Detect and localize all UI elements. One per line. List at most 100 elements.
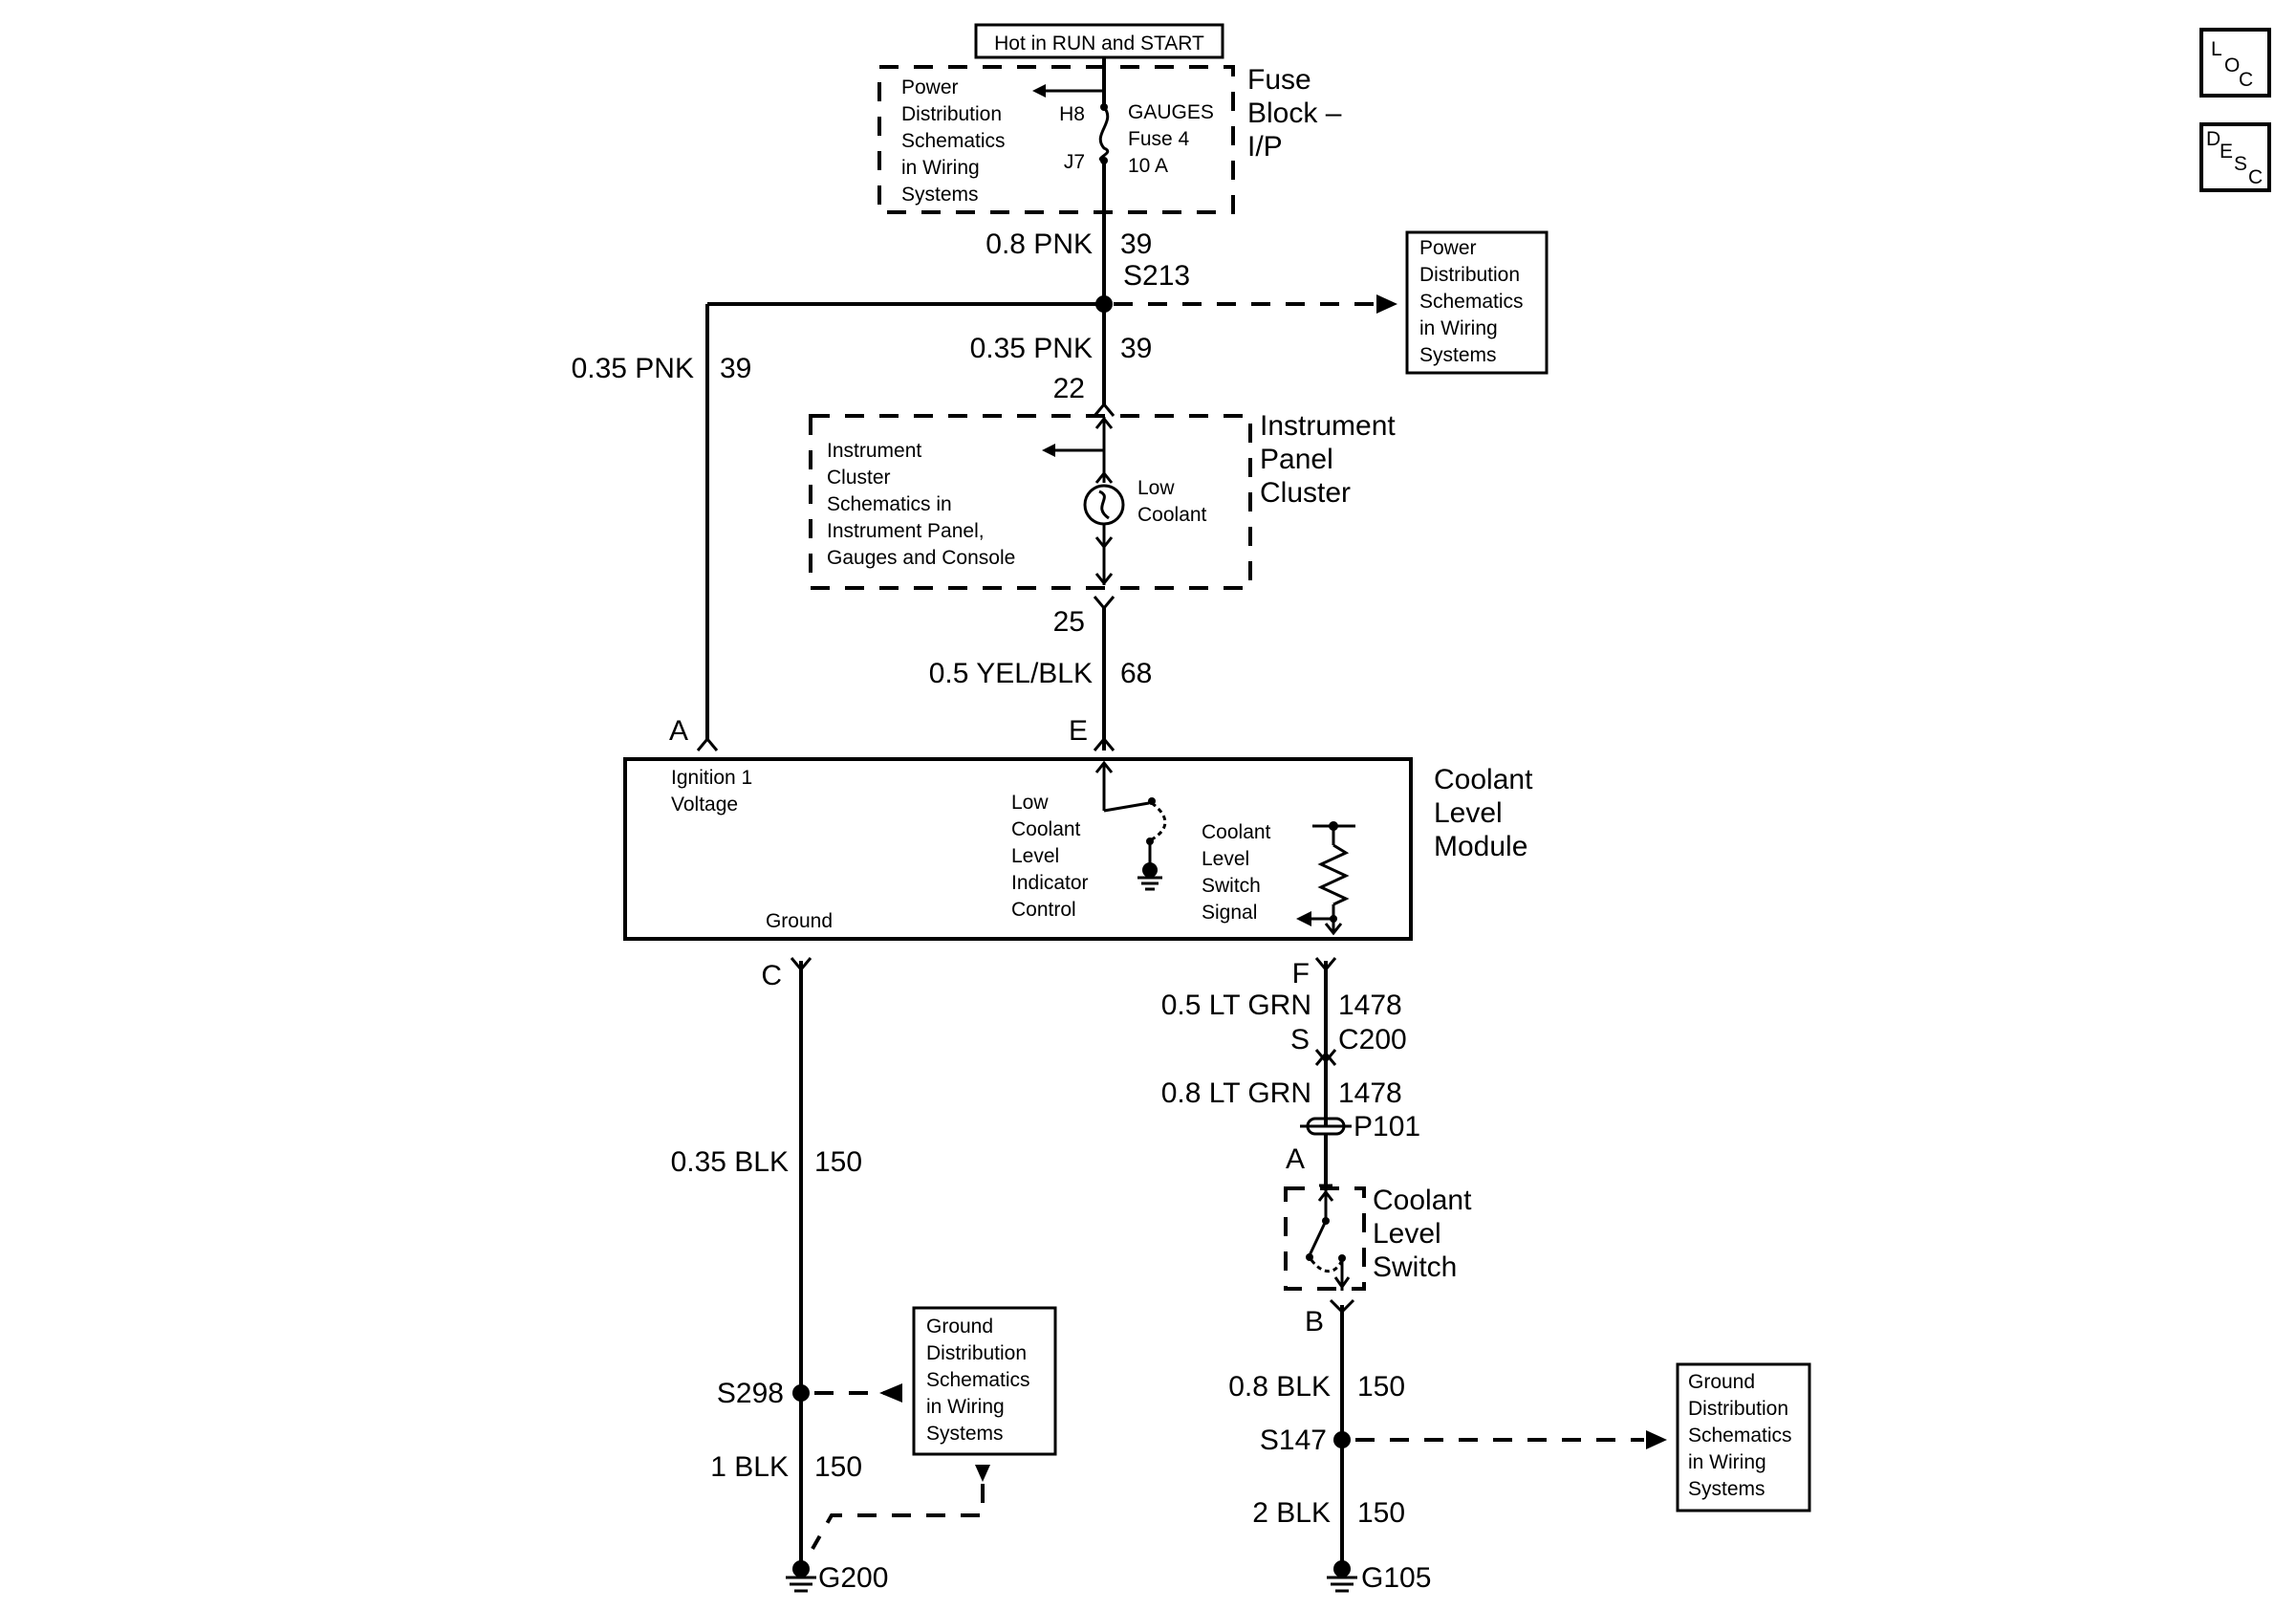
power-ref-line: in Wiring	[1419, 317, 1498, 339]
ipc-pin: 25	[1053, 606, 1085, 638]
splice-s298	[792, 1384, 810, 1402]
resistor-icon	[1296, 821, 1355, 936]
fuse-label-line: 10 A	[1128, 155, 1168, 177]
control-label: Indicator	[1011, 872, 1089, 894]
loc-icon[interactable]: L O C	[2199, 28, 2271, 98]
wire-circuit: 150	[1357, 1371, 1405, 1403]
ipc-ref-line: Instrument Panel,	[827, 520, 985, 542]
switch-title: Level	[1373, 1218, 1441, 1250]
desc-icon[interactable]: D E S C	[2199, 122, 2271, 192]
control-label: Level	[1011, 845, 1059, 867]
module-ground-label: Ground	[766, 910, 833, 932]
splice-label: S213	[1123, 260, 1190, 292]
wire-label: 0.35 BLK	[671, 1146, 789, 1178]
switch-title: Switch	[1373, 1251, 1457, 1283]
fuse-ref-line: Distribution	[901, 103, 1002, 125]
wire-circuit: 150	[814, 1451, 862, 1483]
ground-ref-line: Systems	[926, 1423, 1004, 1445]
fuse-block-title: I/P	[1247, 131, 1283, 163]
ipc-ref-line: Schematics in	[827, 493, 952, 515]
hot-label-box	[974, 23, 1224, 59]
fuse-pin-in: H8	[1059, 103, 1085, 125]
ground-g105-icon	[1327, 1560, 1357, 1593]
svg-text:O: O	[2224, 54, 2240, 76]
ground-g200-icon	[786, 1560, 816, 1593]
power-ref-line: Power	[1419, 237, 1477, 259]
signal-label: Switch	[1202, 875, 1261, 897]
connector-pin	[1093, 596, 1116, 611]
ground-ref-line: Distribution	[1688, 1398, 1788, 1420]
module-ign-label: Ignition 1	[671, 767, 752, 789]
switch-pin-a: A	[1286, 1143, 1305, 1175]
lamp-label: Coolant	[1137, 504, 1207, 526]
wire-circuit: 39	[1120, 333, 1152, 364]
ipc-ref-line: Instrument	[827, 440, 921, 462]
fuse-label-line: GAUGES	[1128, 101, 1214, 123]
signal-label: Coolant	[1202, 821, 1271, 843]
signal-label: Level	[1202, 848, 1249, 870]
switch-contact-icon	[1308, 1220, 1328, 1256]
wire-circuit: 150	[814, 1146, 862, 1178]
c200-label: C200	[1338, 1024, 1407, 1055]
switch-pin-b: B	[1305, 1306, 1324, 1338]
wire-circuit: 68	[1120, 658, 1152, 689]
signal-label: Signal	[1202, 902, 1257, 924]
splice-label: S147	[1260, 1425, 1327, 1456]
fuse-block: Power Distribution Schematics in Wiring …	[877, 65, 1235, 214]
indicator-switch-icon	[1094, 760, 1167, 891]
wire-circuit: 1478	[1338, 1077, 1402, 1109]
ipc-title: Instrument	[1260, 410, 1396, 442]
wire-label: 0.8 BLK	[1228, 1371, 1331, 1403]
wire-label: 0.8 LT GRN	[1161, 1077, 1311, 1109]
wire-label: 0.8 PNK	[986, 228, 1093, 260]
fuse-block-title: Block –	[1247, 98, 1342, 129]
ipc-ref-line: Gauges and Console	[827, 547, 1015, 569]
c200-pin: S	[1290, 1024, 1310, 1055]
wire-circuit: 39	[1120, 228, 1152, 260]
fuse-ref-line: Schematics	[901, 130, 1006, 152]
hot-label: Hot in RUN and START	[994, 33, 1204, 54]
coolant-level-switch	[1284, 1184, 1366, 1291]
ground-ref-line: Schematics	[926, 1369, 1030, 1391]
ipc-ref-line: Cluster	[827, 467, 891, 489]
wire-label: 0.5 YEL/BLK	[929, 658, 1093, 689]
ground-ref-line: in Wiring	[926, 1396, 1005, 1418]
wire-label: 0.35 PNK	[970, 333, 1093, 364]
module-pin-f: F	[1292, 958, 1310, 990]
wire-circuit: 1478	[1338, 990, 1402, 1021]
module-pin-c: C	[761, 960, 782, 991]
wire-label: 1 BLK	[710, 1451, 789, 1483]
fuse-ref-line: Power	[901, 76, 959, 98]
splice-s147	[1333, 1431, 1351, 1448]
control-label: Coolant	[1011, 818, 1081, 840]
ground-ref-line: Schematics	[1688, 1425, 1792, 1447]
module-title: Level	[1434, 797, 1503, 829]
fuse-pin-out: J7	[1064, 151, 1085, 173]
control-label: Low	[1011, 792, 1049, 814]
ground-distribution-ref	[912, 1306, 1057, 1456]
ground-ref-line: Distribution	[926, 1342, 1027, 1364]
wire-label: 0.5 LT GRN	[1161, 990, 1311, 1021]
ipc-title: Cluster	[1260, 477, 1351, 509]
module-pin-a: A	[669, 715, 688, 747]
splice-label: S298	[717, 1378, 784, 1409]
svg-text:C: C	[2239, 69, 2253, 91]
svg-text:D: D	[2206, 128, 2220, 150]
fuse-icon	[1098, 106, 1110, 163]
module-title: Coolant	[1434, 764, 1533, 795]
ground-label: G200	[818, 1562, 888, 1594]
wire-circuit: 150	[1357, 1497, 1405, 1529]
ground-distribution-ref	[1676, 1362, 1811, 1512]
power-distribution-ref	[1405, 230, 1549, 375]
fuse-block-title: Fuse	[1247, 64, 1311, 96]
power-ref-line: Systems	[1419, 344, 1497, 366]
connector-pin	[1093, 402, 1116, 417]
ground-ref-line: in Wiring	[1688, 1451, 1766, 1473]
power-ref-line: Schematics	[1419, 291, 1524, 313]
module-ign-label: Voltage	[671, 794, 738, 816]
instrument-panel-cluster: Instrument Cluster Schematics in Instrum…	[809, 414, 1252, 590]
svg-text:S: S	[2234, 153, 2247, 175]
fuse-label-line: Fuse 4	[1128, 128, 1190, 150]
ground-ref-line: Systems	[1688, 1478, 1765, 1500]
